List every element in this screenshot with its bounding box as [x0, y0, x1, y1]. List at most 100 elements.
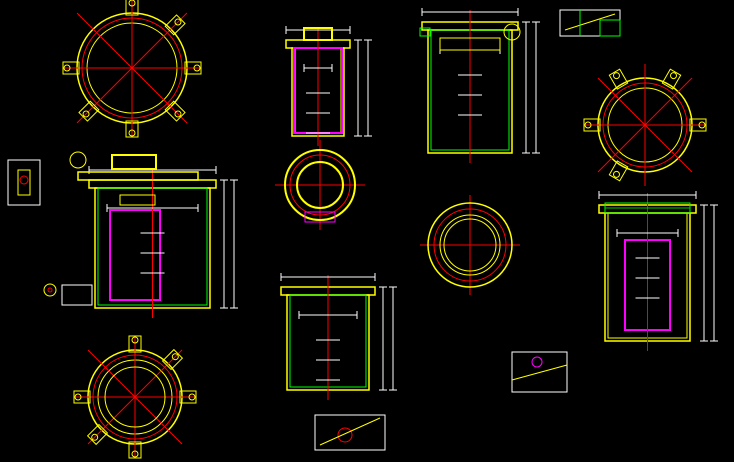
vessel-middle-bottom [280, 273, 397, 400]
lug-plate [661, 68, 682, 90]
ring-inner [439, 214, 501, 276]
lug [164, 14, 186, 36]
lug [583, 118, 601, 132]
lug [128, 441, 142, 459]
lug-plate [86, 423, 109, 446]
vessel-liner [109, 209, 161, 301]
lug-plate [128, 335, 142, 353]
detail-edge [511, 364, 568, 381]
lug-hole [174, 18, 182, 26]
detail-edge [319, 417, 381, 446]
ring-view-middle [275, 140, 365, 230]
lug-hole [128, 0, 136, 7]
lug-plate [125, 0, 139, 16]
lug-plate [179, 390, 197, 404]
lug-hole [670, 72, 677, 80]
detail-frame [314, 414, 386, 451]
detail-frame [559, 9, 621, 37]
ring-outer [284, 149, 356, 221]
lug-plate [164, 100, 186, 122]
ring-bolt [433, 208, 507, 282]
lug-hole [63, 64, 71, 72]
flange-plan-top-left [62, 0, 202, 138]
lug-plate [184, 61, 202, 75]
lug-hole [188, 393, 196, 401]
bolt-center [47, 287, 53, 293]
lug [125, 0, 139, 16]
lug-plate [608, 160, 629, 182]
lug-plate [73, 390, 91, 404]
detail-hole [337, 427, 353, 443]
lug [78, 100, 100, 122]
flange-plan-right [583, 64, 707, 186]
lid-top-middle [303, 27, 333, 41]
handle-lower [119, 194, 156, 206]
bolt-circle [43, 283, 57, 297]
detail-frame [7, 159, 41, 206]
knob [69, 151, 87, 169]
ring-bolt [289, 154, 351, 216]
handle [304, 211, 336, 223]
lug-hole [613, 170, 620, 178]
detail-hole [531, 356, 543, 368]
lug-hole [698, 121, 706, 129]
lug-hole [584, 121, 592, 129]
detail-hole [19, 175, 29, 185]
detail-bottom-center [511, 351, 568, 393]
detail-top-right [559, 9, 621, 37]
lug [179, 390, 197, 404]
ring-view-center [420, 195, 520, 295]
lug [62, 61, 80, 75]
knob [503, 23, 521, 41]
lug-hole [82, 110, 90, 118]
lug-plate [128, 441, 142, 459]
lug [164, 100, 186, 122]
lug [128, 335, 142, 353]
lug-hole [174, 110, 182, 118]
detail-part [17, 169, 31, 196]
vessel-top-middle [285, 26, 372, 146]
detail-block [599, 19, 621, 37]
detail-left-bolt [43, 283, 93, 306]
lug [608, 68, 629, 90]
lug-plate [161, 348, 184, 371]
lug-plate [62, 61, 80, 75]
vessel-left [88, 166, 238, 318]
flange-plan-bottom-left [73, 335, 197, 459]
handle [303, 27, 333, 41]
handle [111, 154, 157, 170]
vessel-right [598, 191, 718, 351]
lug-plate [608, 68, 629, 90]
lid-right [604, 202, 691, 214]
lid [439, 37, 501, 51]
lug-hole [131, 336, 139, 344]
lug [608, 160, 629, 182]
lug [125, 120, 139, 138]
ring-bore [443, 218, 497, 272]
lug-hole [128, 129, 136, 137]
lug [661, 68, 682, 90]
lid-handle-left [69, 151, 199, 206]
lid-top-center [419, 23, 521, 51]
detail-frame [61, 284, 93, 306]
lug [689, 118, 707, 132]
detail-edge [564, 13, 616, 31]
inner-ring [104, 366, 166, 428]
detail-left [7, 159, 41, 206]
lug-hole [91, 433, 99, 441]
detail-bottom-middle [314, 414, 386, 451]
detail-frame [511, 351, 568, 393]
diagonal-centerline [87, 349, 183, 445]
flange-lip [419, 27, 431, 37]
lug-plate [125, 120, 139, 138]
lug [161, 348, 184, 371]
lug-hole [74, 393, 82, 401]
lug-hole [193, 64, 201, 72]
lug-plate [583, 118, 601, 132]
lug-hole [613, 72, 620, 80]
ring-outer [427, 202, 513, 288]
lug-plate [164, 14, 186, 36]
vessel-top-center [421, 8, 540, 163]
lug [86, 423, 109, 446]
